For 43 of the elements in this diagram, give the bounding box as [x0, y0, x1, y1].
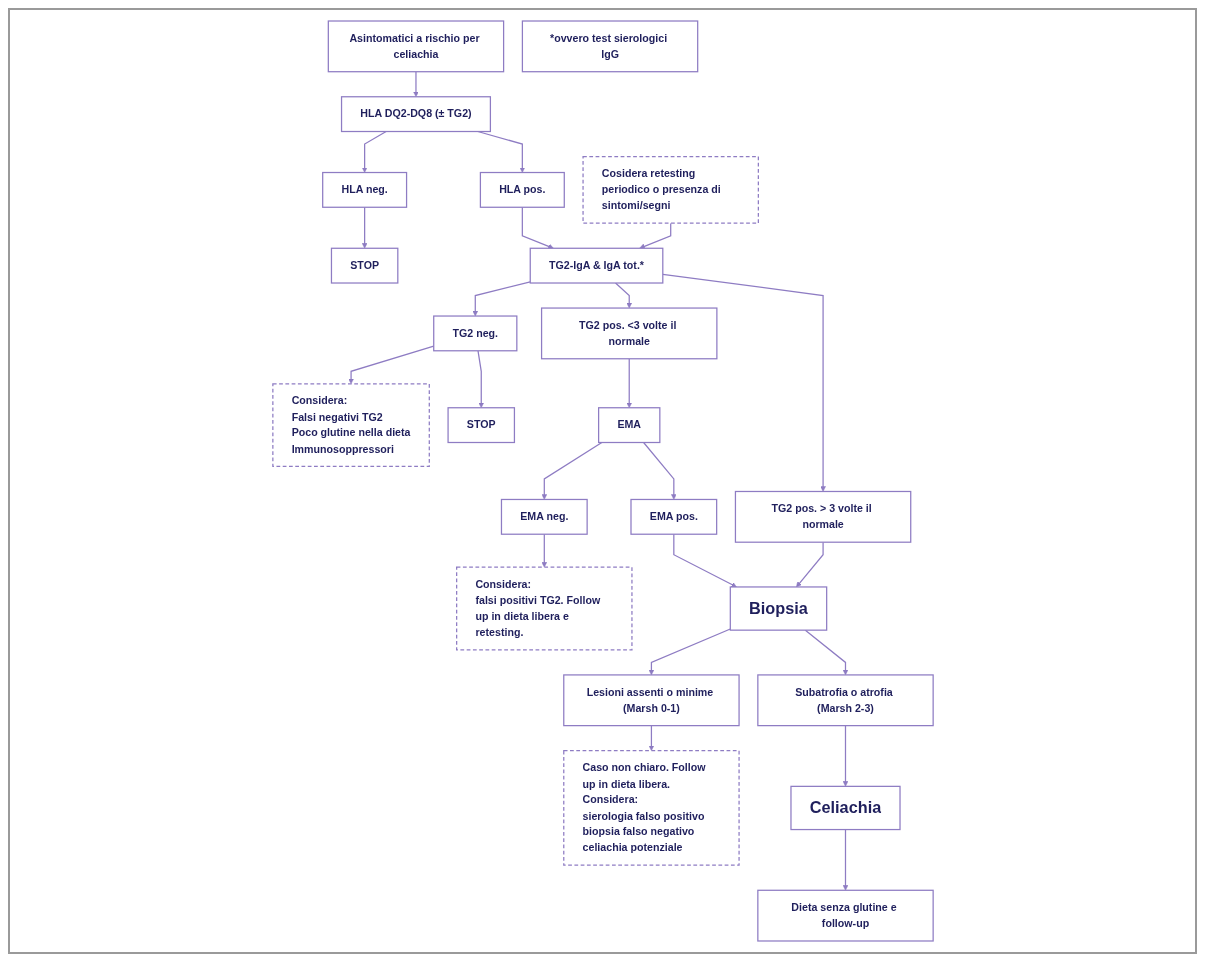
node-box: Dieta senza glutine e follow-up: [756, 889, 934, 942]
arrow: [347, 345, 434, 385]
arrow: [625, 358, 632, 408]
node-box: EMA pos.: [629, 498, 717, 535]
node-box: EMA neg.: [500, 498, 588, 535]
node-box: Subatrofia o atrofia (Marsh 2-3): [756, 674, 934, 727]
arrow: [541, 533, 547, 568]
arrow: [648, 725, 654, 751]
node-box: TG2 pos. > 3 volte il normale: [734, 490, 911, 543]
arrow: [638, 222, 671, 249]
arrow: [361, 130, 387, 173]
arrow: [672, 533, 737, 588]
arrow: [842, 828, 848, 891]
node-box: Cosidera retesting periodico o presenza di sintomi/segni: [581, 155, 759, 224]
arrow: [614, 282, 632, 309]
arrow: [541, 441, 602, 500]
node-box: Biopsia: [729, 586, 827, 631]
arrow: [642, 441, 677, 500]
node-box: EMA: [597, 407, 660, 444]
node-box: HLA neg.: [321, 171, 407, 208]
node-box: Lesioni assenti o minime (Marsh 0-1): [562, 674, 740, 727]
arrow: [521, 206, 554, 249]
arrow: [476, 350, 484, 408]
arrow: [804, 629, 848, 676]
node-box: *ovvero test sierologici IgG: [521, 20, 698, 73]
arrow: [412, 71, 419, 97]
node-box: Caso non chiaro. Follow up in dieta libera. Considera: sierologia falso positivo biopsia falso negativo celiachia potenziale: [562, 750, 740, 866]
node-box: TG2 neg.: [432, 315, 517, 352]
node-box: HLA pos.: [479, 171, 565, 208]
node-box: HLA DQ2-DQ8 (± TG2): [340, 96, 491, 133]
arrow: [795, 541, 824, 588]
node-box: TG2-IgA & IgA tot.*: [529, 247, 663, 284]
node-box: Considera: falsi positivi TG2. Follow up in dieta libera e retesting.: [455, 566, 633, 651]
arrow: [361, 206, 367, 249]
arrow: [472, 281, 531, 317]
arrow: [648, 628, 731, 676]
node-box: TG2 pos. <3 volte il normale: [540, 307, 717, 360]
node-box: STOP: [330, 247, 398, 284]
node-box: STOP: [446, 407, 515, 444]
node-box: Asintomatici a rischio per celiachia: [327, 20, 504, 73]
node-box: Celiachia: [789, 785, 901, 831]
arrow: [842, 725, 848, 787]
node-box: Considera: Falsi negativi TG2 Poco glutine nella dieta Immunosoppressori: [271, 383, 430, 468]
